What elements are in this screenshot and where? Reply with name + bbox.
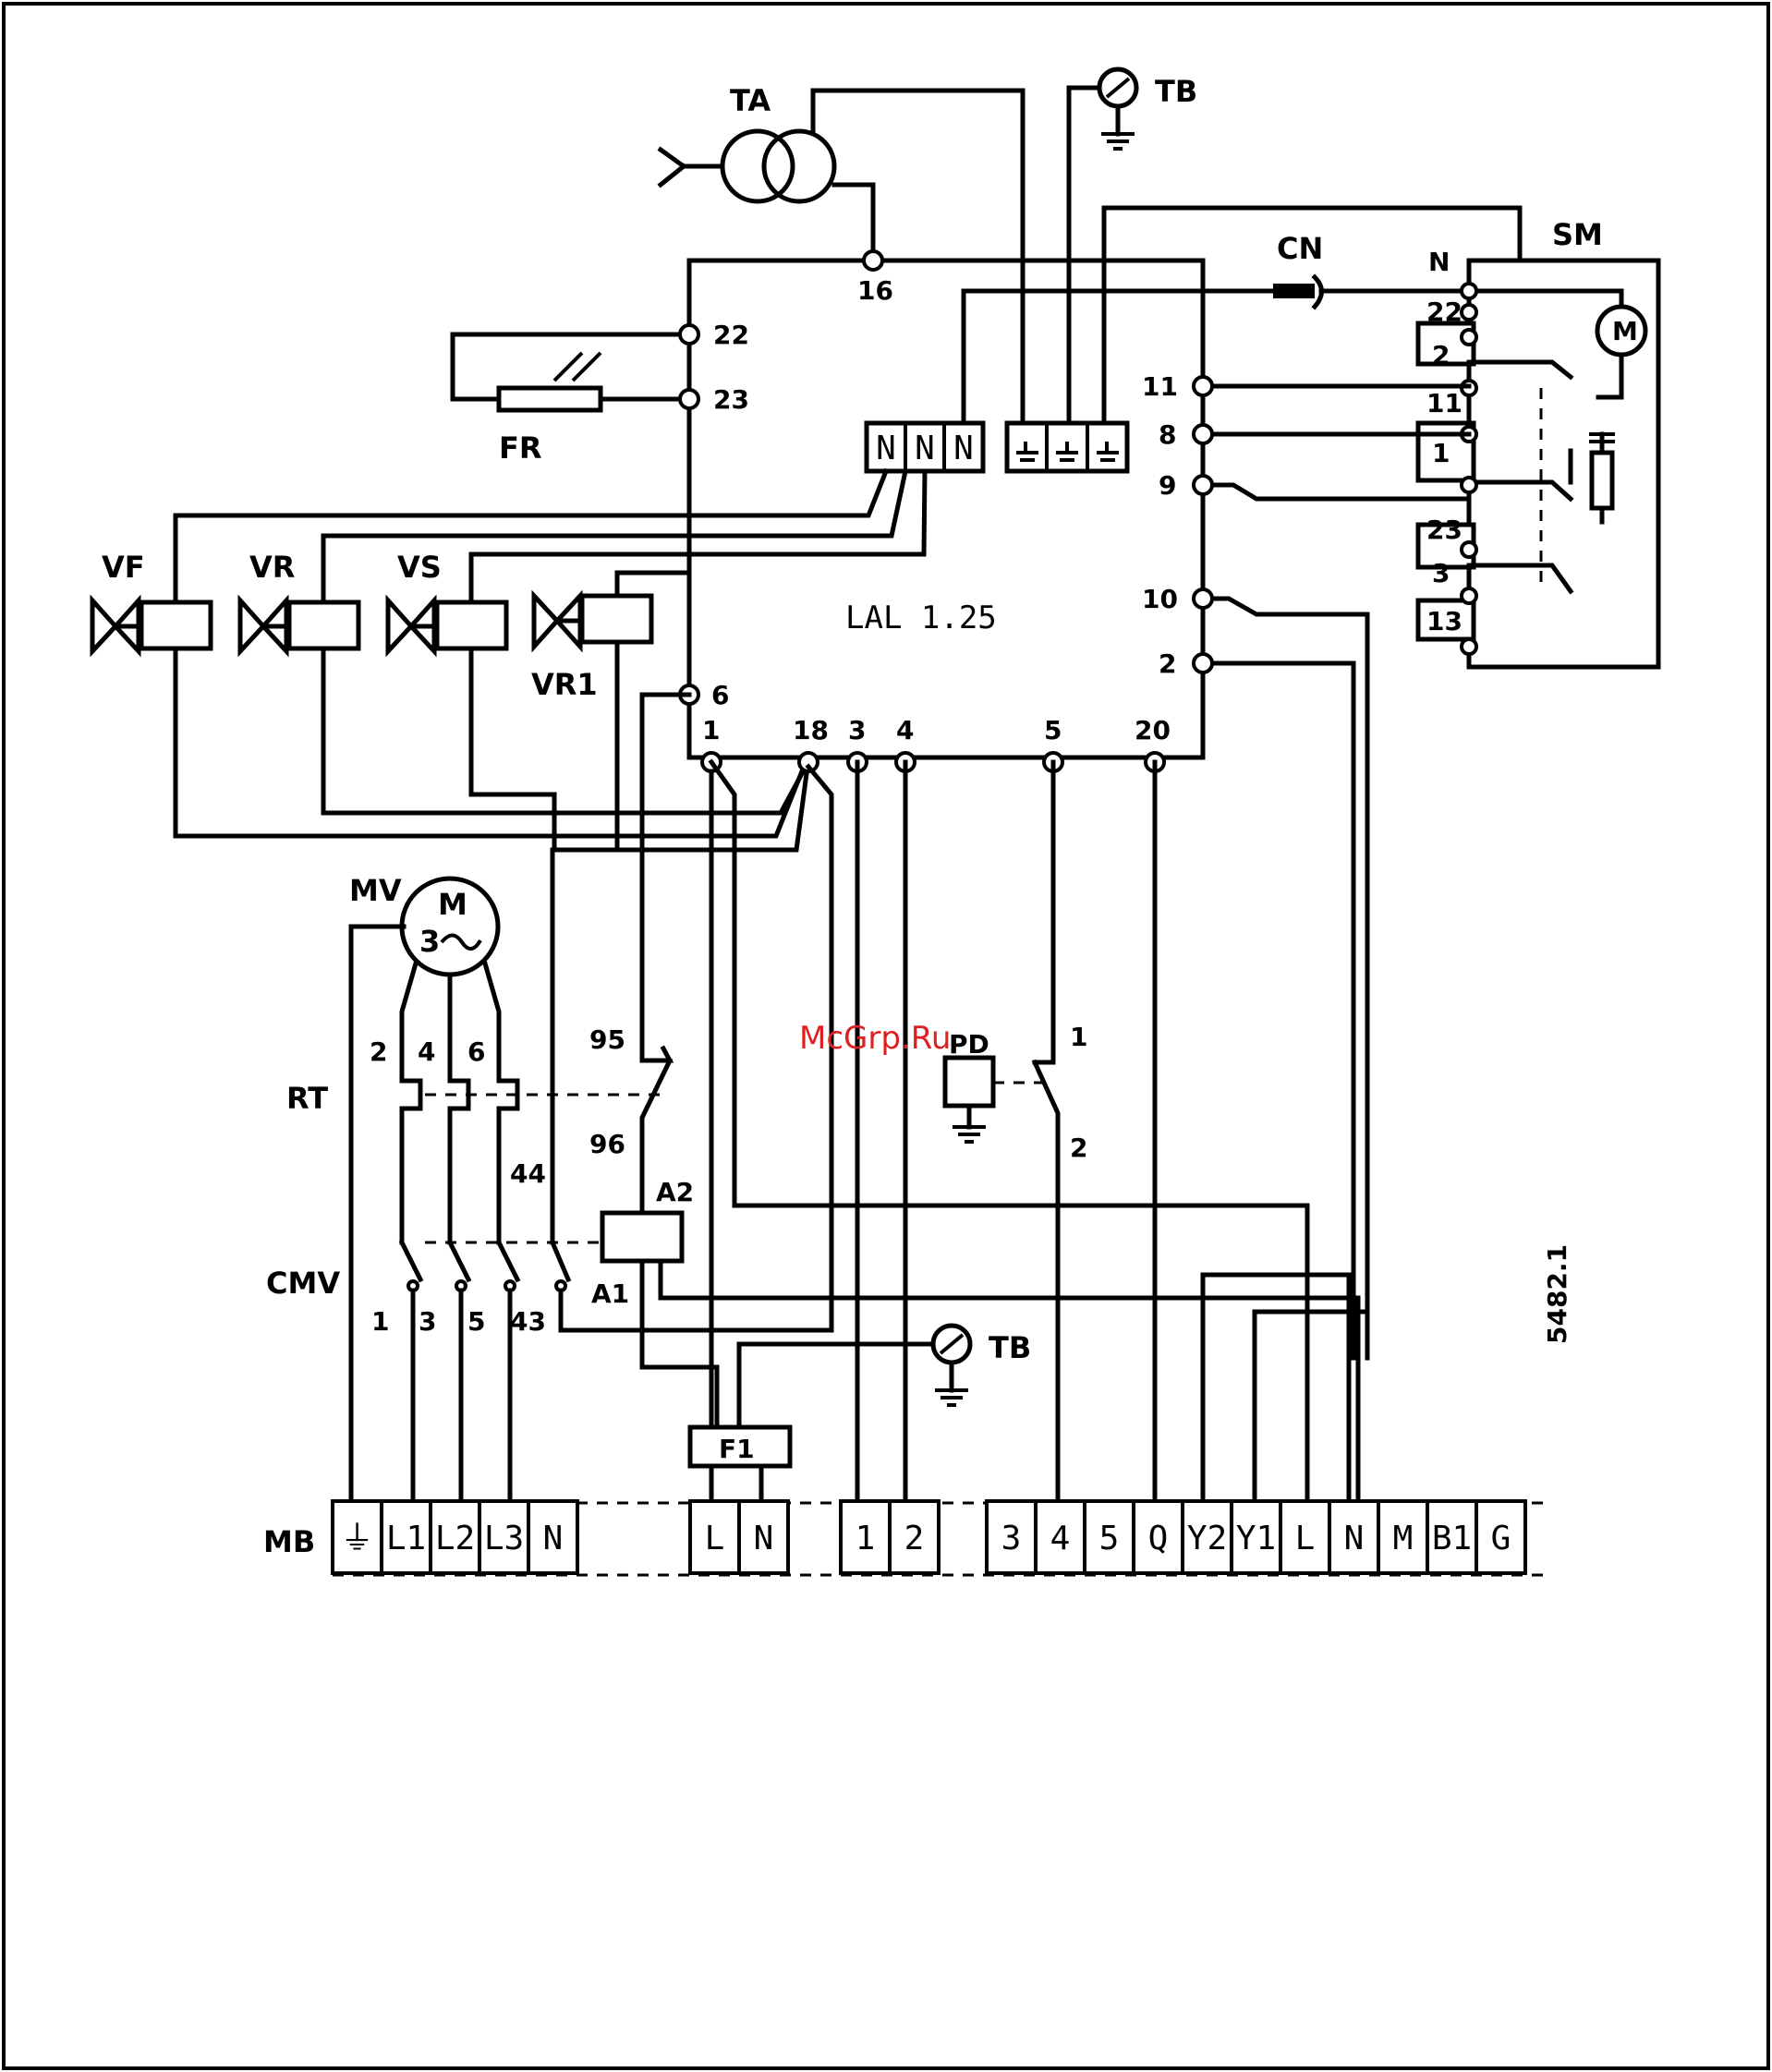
terminal-10-label: 10: [1142, 584, 1178, 614]
mb-terminal-label: L3: [484, 1520, 524, 1557]
power-wiring: [711, 762, 1367, 1501]
terminal-9-label: 9: [1159, 470, 1176, 501]
mb-terminal-label: N: [543, 1520, 564, 1557]
watermark: McGrp.Ru: [799, 1020, 951, 1057]
vr1-label: VR1: [531, 667, 598, 702]
mb-terminal-label: Q: [1148, 1520, 1169, 1557]
terminal-b20-label: 20: [1135, 715, 1171, 745]
motor-m-label: M: [438, 887, 467, 922]
pd-contact-2: 2: [1070, 1133, 1087, 1163]
mb-terminal-label: L2: [435, 1520, 475, 1557]
rt-contact-2: 2: [370, 1036, 387, 1067]
servomotor-sm: M SM N 22 2 11 1 23 3 13: [1418, 217, 1658, 667]
mb-terminal-label: L1: [386, 1520, 426, 1557]
cmv-contact-5: 5: [467, 1306, 485, 1337]
mb-terminal-label: Y1: [1236, 1520, 1276, 1557]
mb-label: MB: [263, 1524, 315, 1559]
mb-terminal-label: 4: [1050, 1520, 1071, 1557]
mb-terminal-label: L: [705, 1520, 725, 1557]
figure-number: 5482.1: [1542, 1244, 1572, 1344]
sm-terminal-3: 3: [1432, 558, 1450, 588]
fr-label: FR: [499, 430, 542, 466]
pd-contact-1: 1: [1070, 1022, 1087, 1052]
cmv-contact-43: 43: [510, 1306, 546, 1337]
cmv-contact-44: 44: [510, 1158, 546, 1189]
mb-terminal-label: N: [754, 1520, 774, 1557]
mb-terminal-label: M: [1393, 1520, 1414, 1557]
neutral-n3: N: [953, 430, 974, 467]
ta-label: TA: [730, 83, 771, 118]
neutral-n1: N: [876, 430, 896, 467]
pd-label: PD: [949, 1029, 989, 1060]
ground-tb-bottom: TB: [739, 1326, 1031, 1427]
ground-tb-top: TB: [1069, 69, 1197, 440]
terminal-b4-label: 4: [896, 715, 914, 745]
cn-label: CN: [1277, 231, 1323, 266]
tb-bottom-label: TB: [989, 1330, 1031, 1365]
cmv-contact-3: 3: [419, 1306, 436, 1337]
neutral-n2: N: [915, 430, 935, 467]
terminal-22-label: 22: [713, 320, 749, 350]
sm-label: SM: [1552, 217, 1603, 252]
vr-label: VR: [249, 550, 295, 585]
terminal-b18-label: 18: [793, 715, 829, 745]
terminal-b5-label: 5: [1044, 715, 1062, 745]
terminal-b1-label: 1: [702, 715, 720, 745]
mb-terminal-label: 3: [1001, 1520, 1022, 1557]
terminal-11-label: 11: [1142, 371, 1178, 402]
rt-contact-4: 4: [418, 1036, 435, 1067]
sm-terminal-23: 23: [1426, 515, 1463, 545]
photoresistor-fr: 22 23 FR: [453, 320, 749, 466]
rt-contact-95: 95: [589, 1024, 625, 1055]
mb-terminal-label: 1: [856, 1520, 876, 1557]
terminal-6-label: 6: [711, 680, 729, 710]
cmv-contact-1: 1: [371, 1306, 389, 1337]
svg-text:M: M: [1612, 316, 1638, 346]
controller-lal: LAL 1.25: [689, 261, 1203, 757]
mb-terminal-label: ⏚: [340, 1520, 373, 1557]
terminal-23-label: 23: [713, 384, 749, 415]
mb-terminal-label: B1: [1432, 1520, 1472, 1557]
terminal-b3-label: 3: [848, 715, 866, 745]
valves: VF VR VS VR1: [92, 471, 925, 850]
rt-aux-contact: 95 96: [589, 695, 689, 1196]
mv-label: MV: [349, 873, 402, 908]
vs-label: VS: [397, 550, 442, 585]
terminal-2-label: 2: [1159, 648, 1176, 679]
mb-terminal-label: N: [1344, 1520, 1365, 1557]
terminal-16-label: 16: [857, 275, 893, 306]
a1-label: A1: [591, 1278, 629, 1309]
rt-contact-6: 6: [467, 1036, 485, 1067]
mb-terminal-label: L: [1295, 1520, 1316, 1557]
tb-top-label: TB: [1155, 74, 1197, 109]
fuse-f1: F1: [690, 1427, 790, 1501]
a2-label: A2: [656, 1177, 694, 1207]
contactor-cmv: 44 43 1 3 5 CMV A2 A1: [266, 767, 1358, 1501]
controller-label: LAL 1.25: [845, 600, 997, 636]
vf-label: VF: [102, 550, 145, 585]
motor-3-label: 3: [419, 924, 440, 959]
cmv-label: CMV: [266, 1266, 340, 1301]
mb-terminal-label: Y2: [1187, 1520, 1227, 1557]
sm-terminal-2: 2: [1432, 340, 1450, 370]
sm-terminal-11: 11: [1426, 388, 1463, 418]
mb-terminal-label: 5: [1099, 1520, 1120, 1557]
motor-mv: M 3 MV 2 4 6 RT: [286, 873, 661, 1501]
sm-terminal-1: 1: [1432, 438, 1450, 468]
f1-label: F1: [719, 1434, 755, 1464]
terminal-8-label: 8: [1159, 419, 1176, 450]
sm-terminal-n: N: [1428, 247, 1450, 277]
mb-terminal-label: 2: [904, 1520, 925, 1557]
sm-terminal-13: 13: [1426, 606, 1463, 636]
mb-terminal-label: G: [1491, 1520, 1511, 1557]
rt-label: RT: [286, 1081, 328, 1116]
rt-contact-96: 96: [589, 1129, 625, 1159]
sm-terminal-22: 22: [1426, 297, 1463, 327]
